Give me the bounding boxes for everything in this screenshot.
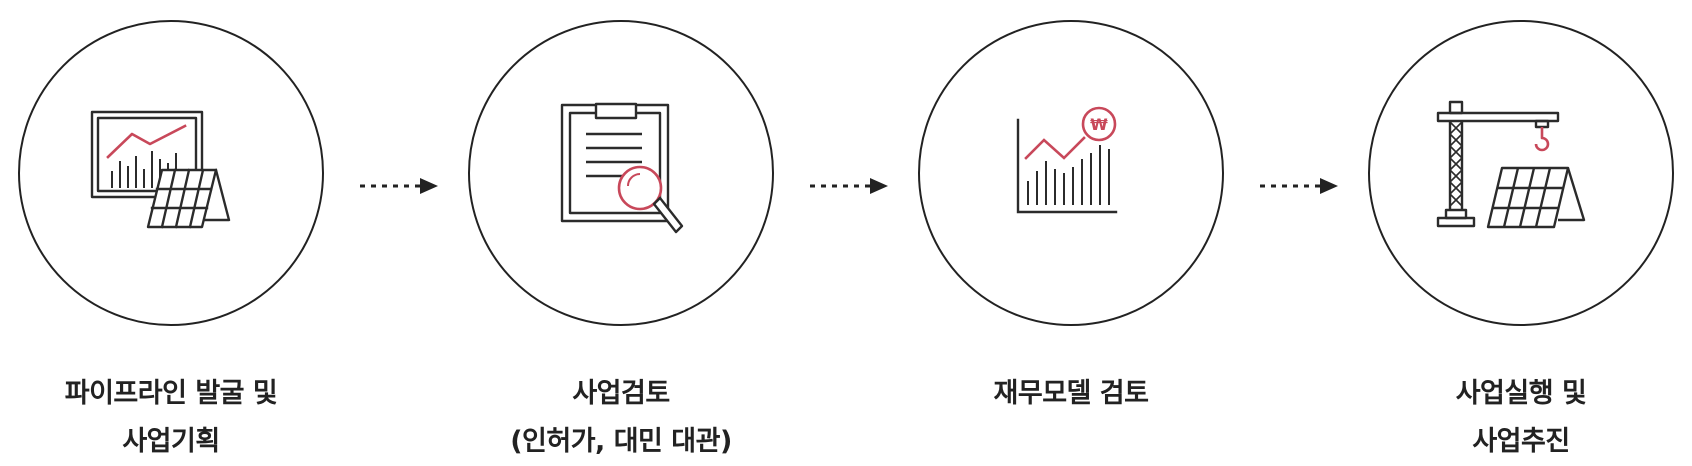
step-label-line1: 사업실행 및 bbox=[1455, 378, 1587, 409]
step-circle bbox=[468, 20, 774, 326]
step-circle bbox=[1368, 20, 1674, 326]
dotted-arrow bbox=[808, 176, 892, 196]
step-label: 파이프라인 발굴 및 사업기획 bbox=[18, 370, 324, 466]
arrow-right-icon bbox=[810, 178, 888, 194]
step-label: 사업실행 및 사업추진 bbox=[1368, 370, 1674, 466]
svg-text:₩: ₩ bbox=[1090, 115, 1108, 134]
dotted-arrow bbox=[1258, 176, 1342, 196]
step-label: 사업검토 (인허가, 대민 대관) bbox=[468, 370, 774, 466]
step-label-line2: 사업추진 bbox=[1472, 426, 1570, 457]
process-step-4: 사업실행 및 사업추진 bbox=[1368, 0, 1678, 464]
step-label-line1: 파이프라인 발굴 및 bbox=[64, 378, 278, 409]
arrow-right-icon bbox=[360, 178, 438, 194]
step-label-line2: 사업기획 bbox=[122, 426, 220, 457]
dotted-arrow bbox=[358, 176, 442, 196]
crane-solar-icon bbox=[1436, 100, 1586, 229]
step-label-line1: 사업검토 bbox=[572, 378, 670, 409]
step-label: 재무모델 검토 bbox=[918, 370, 1224, 418]
step-circle bbox=[18, 20, 324, 326]
step-circle: ₩ bbox=[918, 20, 1224, 326]
step-label-line2: (인허가, 대민 대관) bbox=[510, 426, 732, 457]
clipboard-search-icon bbox=[560, 102, 684, 234]
process-step-1: 파이프라인 발굴 및 사업기획 bbox=[18, 0, 328, 464]
step-label-line1: 재무모델 검토 bbox=[993, 378, 1149, 409]
process-step-2: 사업검토 (인허가, 대민 대관) bbox=[468, 0, 778, 464]
financial-chart-icon: ₩ bbox=[1016, 106, 1118, 214]
solar-chart-icon bbox=[90, 110, 231, 229]
arrow-right-icon bbox=[1260, 178, 1338, 194]
process-step-3: ₩ 재무모델 검토 bbox=[918, 0, 1228, 464]
